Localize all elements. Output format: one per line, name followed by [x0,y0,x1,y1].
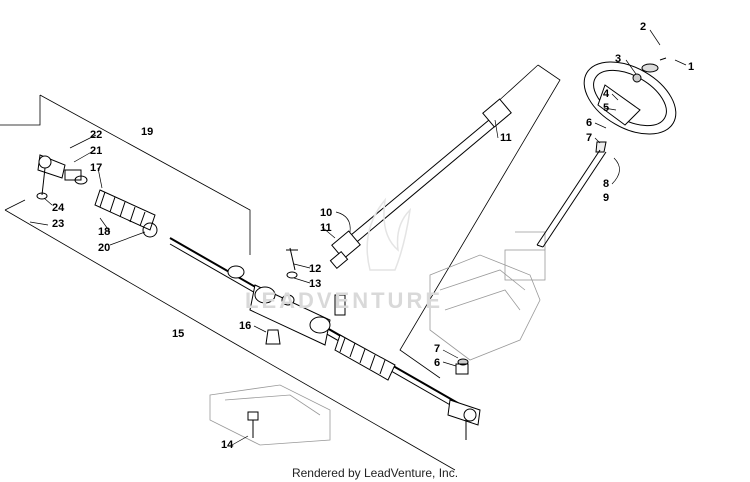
callout-7-lower: 7 [434,343,441,355]
callout-3: 3 [615,53,622,65]
callout-11-upper: 11 [500,132,512,144]
callout-7: 7 [586,132,593,144]
callout-11-lower: 11 [320,222,332,234]
callout-17: 17 [90,162,103,174]
callout-6-lower: 6 [434,357,441,369]
callout-18: 18 [98,226,111,238]
callout-6: 6 [586,117,593,129]
intermediate-shaft [329,98,512,270]
callout-1: 1 [688,61,695,73]
callout-19: 19 [141,126,154,138]
callout-12: 12 [309,263,322,275]
frame-outline [209,231,546,446]
callout-22: 22 [90,129,103,141]
leadventure-logo-watermark [366,197,412,271]
callout-8: 8 [603,178,610,190]
callout-14: 14 [221,439,234,451]
callout-21: 21 [90,145,103,157]
callout-9: 9 [603,192,610,204]
hardware [74,175,298,438]
callout-24: 24 [52,202,65,214]
credit-text: Rendered by LeadVenture, Inc. [291,466,459,480]
leader-lines [29,29,687,446]
callout-13: 13 [309,278,322,290]
callout-4: 4 [603,88,610,100]
steering-rack [169,237,471,415]
callout-10: 10 [320,207,333,219]
callout-16: 16 [239,320,252,332]
callout-5: 5 [603,102,610,114]
callout-23: 23 [52,218,65,230]
bracket-frames [0,64,561,471]
watermark-text: LEADVENTURE [245,288,444,313]
callout-15: 15 [172,328,185,340]
callout-2: 2 [640,21,647,33]
tie-rod-ends [36,154,481,440]
callout-20: 20 [98,242,111,254]
steering-wheel [583,57,677,135]
rack-boots [94,189,396,381]
steering-column [455,141,607,375]
